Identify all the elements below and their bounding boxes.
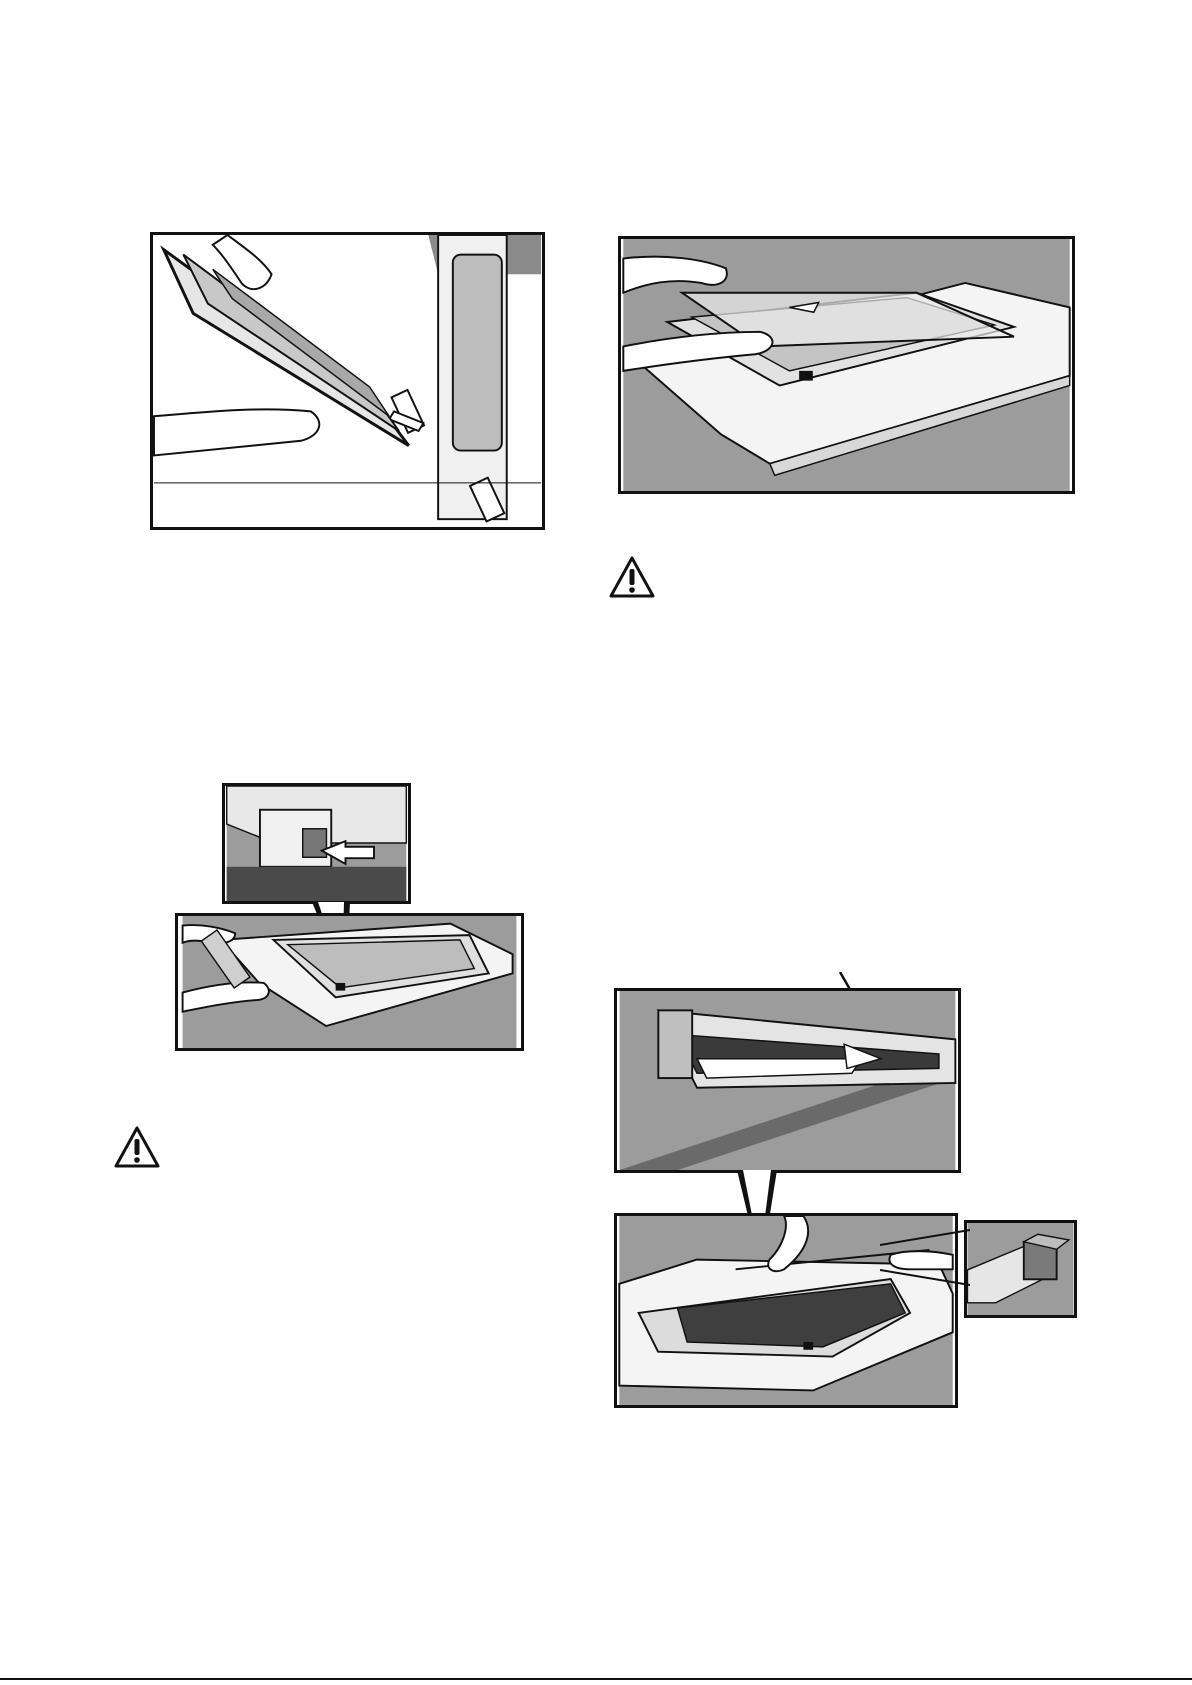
clip-detail-illustration — [967, 1223, 1074, 1315]
figure-retaining-bar-detail — [614, 988, 961, 1173]
retaining-bar-inset-illustration — [617, 991, 958, 1170]
clip-slot-inset-illustration — [225, 786, 408, 901]
figure-door-on-board — [175, 913, 524, 1051]
figure-clip-slot-detail — [222, 783, 411, 904]
glass-slide-illustration — [621, 239, 1072, 491]
warning-triangle-icon — [608, 555, 656, 599]
footer-rule — [0, 1678, 1192, 1680]
figure-glass-slide-into-frame — [618, 236, 1075, 494]
door-on-board-illustration — [178, 916, 521, 1048]
callout-lines — [880, 1225, 970, 1295]
figure-clip-detail-inset — [964, 1220, 1077, 1318]
figure-door-glass-mounting — [150, 232, 545, 530]
door-glass-mounting-illustration — [153, 235, 542, 527]
warning-triangle-icon — [113, 1125, 161, 1169]
